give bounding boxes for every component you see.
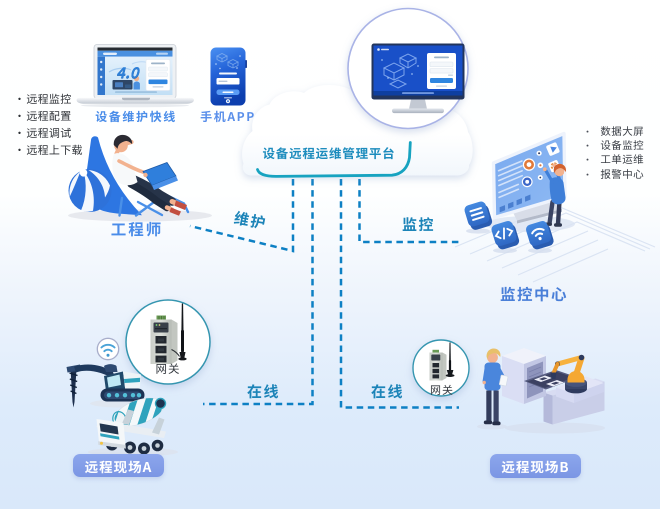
list-item: ·远程上下载 xyxy=(14,142,154,159)
factory-machine xyxy=(477,348,605,434)
connector-lines xyxy=(189,179,462,409)
engineer-person xyxy=(112,134,187,216)
link-line-online-b xyxy=(339,179,459,409)
laptop-screen-headline: 4.0 xyxy=(116,62,139,83)
gateway-b-label: 网关 xyxy=(430,382,454,398)
maintenance-feature-list: ·远程监控 ·远程配置 ·远程调试 ·远程上下载 xyxy=(14,90,154,159)
monitor-login-card xyxy=(427,53,456,89)
list-item-label: 远程配置 xyxy=(26,107,72,124)
mobile-phone xyxy=(210,47,247,106)
workpieces xyxy=(534,375,564,387)
wifi-icon xyxy=(96,337,120,361)
list-item: ·远程配置 xyxy=(14,107,154,124)
beach-ball xyxy=(68,169,112,212)
engineer-laptop xyxy=(142,162,178,190)
site-b-scene xyxy=(412,339,605,434)
robot-arm xyxy=(550,354,587,394)
bullet: · xyxy=(14,90,26,107)
site-b-badge: 远程现场B xyxy=(490,454,581,478)
monitoring-center-scene xyxy=(464,131,575,254)
gateway-a-antenna xyxy=(171,303,187,361)
list-item: • 报警中心 xyxy=(583,166,660,182)
gateway-b-circle xyxy=(412,339,470,397)
gateway-a-label: 网关 xyxy=(155,361,181,377)
list-item: ·远程监控 xyxy=(14,90,154,107)
laptop-screen-art xyxy=(108,61,151,90)
list-item-label: 设备监控 xyxy=(600,138,645,154)
link-line-online-a xyxy=(203,179,314,406)
link-line-maintenance xyxy=(189,179,295,253)
dashboard-content xyxy=(497,142,561,213)
list-item: • 工单运维 xyxy=(583,152,660,168)
link-label-monitoring: 监控 xyxy=(402,213,436,235)
phone-screen xyxy=(215,52,241,104)
menu-list-icon xyxy=(464,201,493,230)
laptop-login-card xyxy=(145,59,171,91)
platform-monitor-circle xyxy=(347,7,469,130)
list-item-label: 远程上下载 xyxy=(26,142,83,159)
list-item: • 设备监控 xyxy=(583,138,660,154)
list-item-label: 工单运维 xyxy=(600,152,645,168)
truck-cab xyxy=(96,419,126,449)
bullet: · xyxy=(14,107,26,124)
list-item-label: 远程监控 xyxy=(26,90,72,107)
list-item: • 数据大屏 xyxy=(583,124,660,140)
monitoring-person xyxy=(542,163,567,227)
cloud-accent-stroke xyxy=(256,141,412,178)
bullet: • xyxy=(583,153,593,167)
gateway-a-device xyxy=(150,315,178,364)
bullet: • xyxy=(583,125,593,139)
bullet: • xyxy=(583,167,593,181)
bullet: · xyxy=(14,124,26,141)
site-a-scene xyxy=(66,299,211,457)
link-label-online-b: 在线 xyxy=(371,380,405,402)
site-a-badge: 远程现场A xyxy=(73,454,164,477)
bullet: • xyxy=(583,139,593,153)
list-item-label: 报警中心 xyxy=(600,166,645,182)
code-icon xyxy=(491,221,520,250)
list-item: ·远程调试 xyxy=(14,124,154,141)
link-label-online-a: 在线 xyxy=(247,380,281,402)
monitoring-feature-list: • 数据大屏 • 设备监控 • 工单运维 • 报警中心 xyxy=(583,124,660,182)
gateway-b-device xyxy=(429,349,447,381)
gateway-a-circle xyxy=(125,299,211,385)
cloud-platform-title: 设备远程运维管理平台 xyxy=(262,142,396,162)
list-item-label: 数据大屏 xyxy=(600,124,645,140)
site-b-person xyxy=(482,348,509,426)
laptop xyxy=(76,44,194,108)
phone-label: 手机APP xyxy=(200,107,256,125)
engineer-label: 工程师 xyxy=(110,217,164,240)
bullet: · xyxy=(14,142,26,159)
gateway-b-antenna xyxy=(445,342,455,377)
list-item-label: 远程调试 xyxy=(26,124,72,141)
laptop-label: 设备维护快线 xyxy=(95,107,177,125)
platform-monitor xyxy=(371,43,465,114)
engineer-scene xyxy=(68,134,212,222)
wifi-tile-icon xyxy=(526,221,554,250)
monitoring-center-label: 监控中心 xyxy=(499,282,568,305)
